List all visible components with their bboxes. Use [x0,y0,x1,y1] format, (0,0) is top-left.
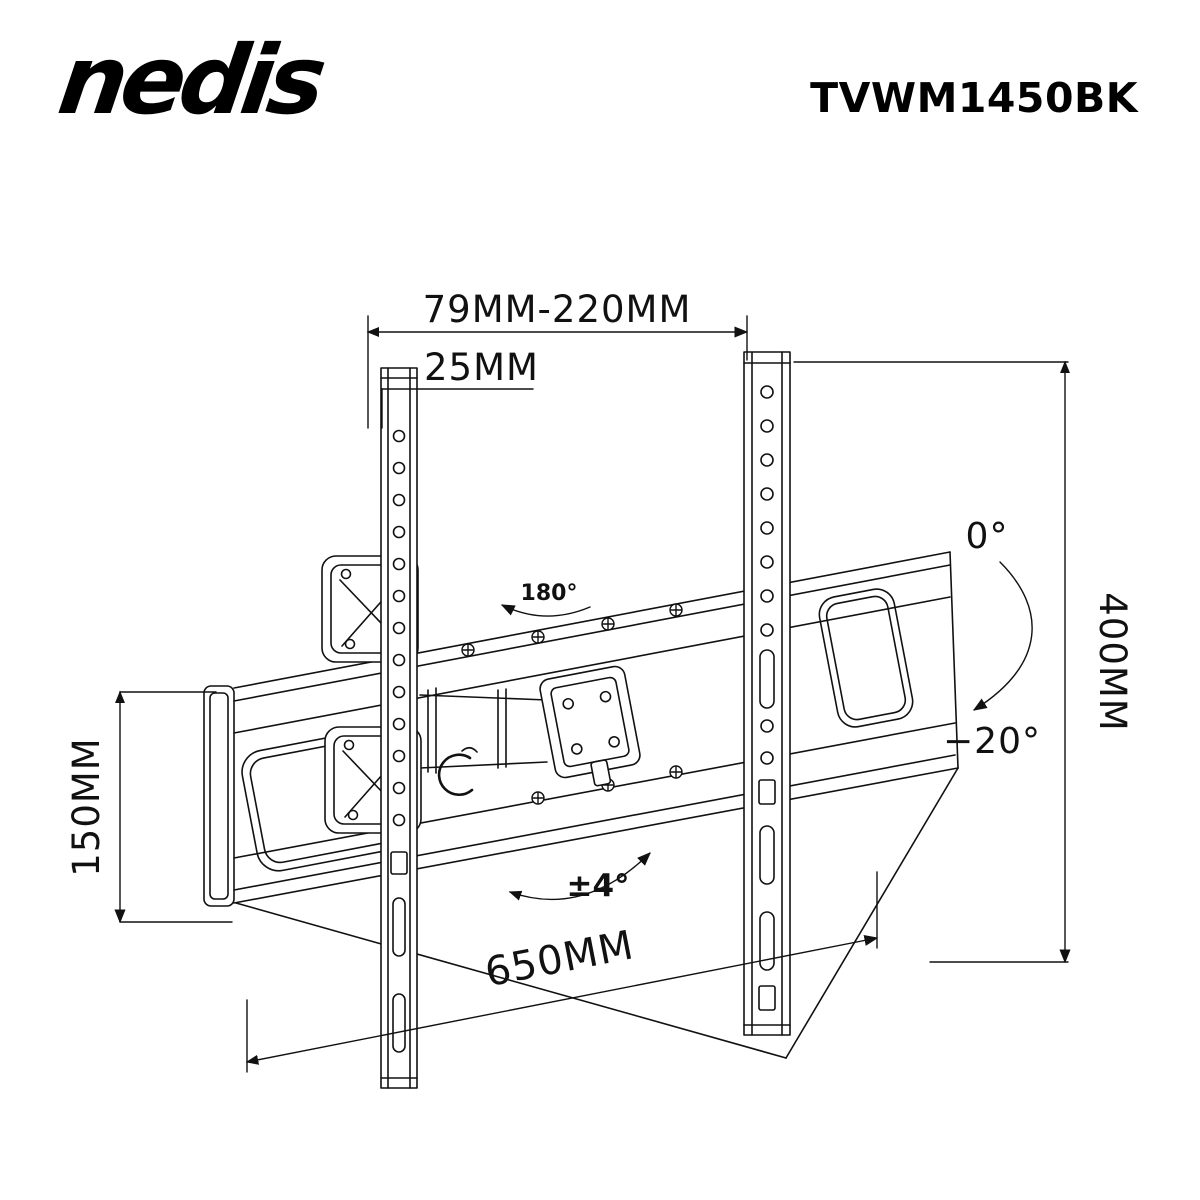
angle-level-label: ±4° [566,868,629,904]
left-vesa-rail [380,367,418,1089]
right-vesa-rail [743,351,791,1036]
arm-hinge [427,687,437,774]
beam-cutout-right [818,588,914,728]
dim-arm-depth-label: 79MM-220MM [423,288,692,331]
dim-rail-height-label: 400MM [1091,592,1134,731]
swivel-arc [502,604,591,617]
angle-tilt-down-label: −20° [943,721,1041,762]
cable-hook-tip [461,746,478,753]
angle-tilt-up-label: 0° [966,516,1009,557]
dimension-lines [120,315,1068,1073]
dim-vesa-height-label: 150MM [65,737,108,876]
center-pivot-bracket [539,665,641,787]
model-number: TVWM1450BK [810,74,1138,122]
level-adjust-arc [510,853,650,899]
angle-swivel-label: 180° [521,581,578,606]
beam-screws [461,603,683,805]
tilt-range-arc [974,561,1033,710]
wall-plate-beam [203,551,959,1059]
dim-wall-offset-label: 25MM [424,346,539,389]
cable-hook [437,753,474,797]
dim-bracket-width-label: 650MM [481,922,637,996]
